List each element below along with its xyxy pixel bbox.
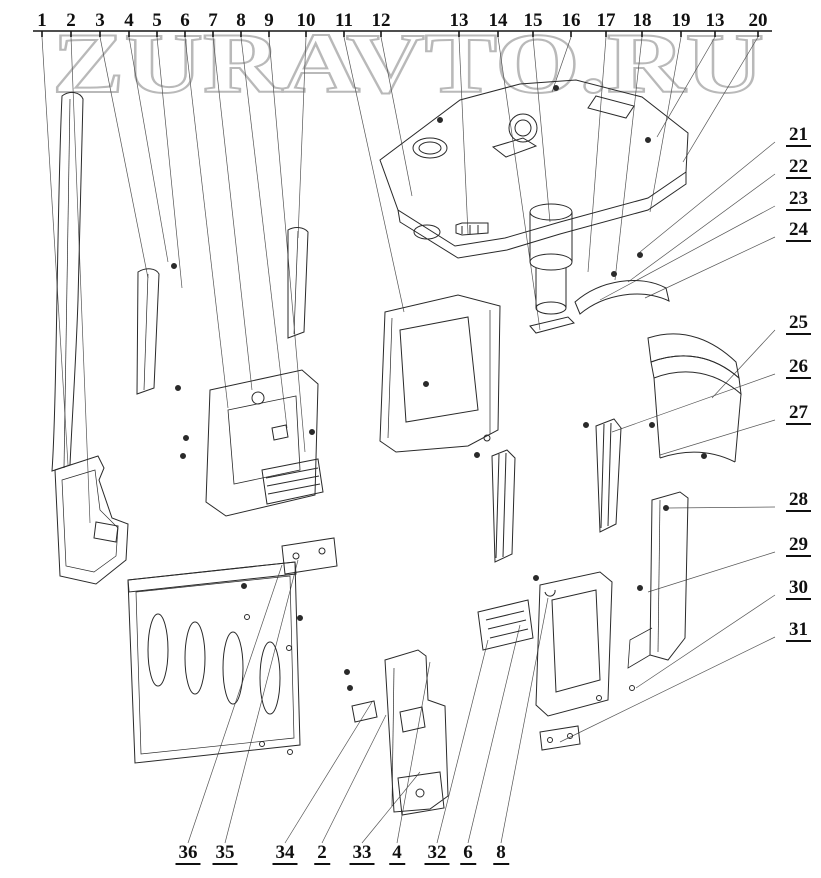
part-callout: 2 — [314, 843, 330, 865]
part-strip-plate — [539, 725, 581, 751]
part-callout: 30 — [786, 578, 811, 600]
part-callout: 12 — [371, 10, 391, 31]
diagram-drawing — [51, 79, 742, 816]
part-callout: 10 — [296, 10, 316, 31]
part-callout: 5 — [152, 10, 162, 31]
part-heater-column — [529, 203, 573, 315]
part-callout: 35 — [212, 843, 238, 865]
part-callout: 25 — [786, 313, 811, 335]
part-callout: 19 — [671, 10, 691, 31]
part-callout: 22 — [786, 157, 811, 179]
part-sill-band — [647, 333, 742, 463]
part-callout: 17 — [596, 10, 616, 31]
part-mid-pillar-strip — [287, 227, 309, 339]
part-floor-panel — [379, 79, 689, 259]
part-callout: 9 — [264, 10, 274, 31]
part-curved-trim — [529, 279, 670, 334]
part-rear-panel — [127, 561, 301, 764]
part-door-inner-panel — [205, 369, 319, 517]
part-callout: 4 — [389, 843, 405, 865]
part-callout: 33 — [349, 843, 375, 865]
part-callout: 29 — [786, 535, 811, 557]
part-callout: 6 — [460, 843, 476, 865]
part-right-strip — [595, 418, 622, 533]
part-center-pillar — [351, 649, 449, 816]
part-callout: 13 — [705, 10, 725, 31]
part-callout: 23 — [786, 189, 811, 211]
part-callout: 6 — [180, 10, 190, 31]
part-callout: 8 — [236, 10, 246, 31]
part-callout: 27 — [786, 403, 811, 425]
part-callout: 13 — [449, 10, 469, 31]
part-callout: 11 — [335, 10, 353, 31]
part-callout: 32 — [424, 843, 450, 865]
part-hatched-plate — [477, 599, 534, 651]
part-callout: 4 — [124, 10, 134, 31]
part-right-tall-panel — [627, 491, 689, 669]
part-callout: 3 — [95, 10, 105, 31]
part-callout: 18 — [632, 10, 652, 31]
part-callout: 14 — [488, 10, 508, 31]
part-callout: 34 — [272, 843, 298, 865]
part-right-door-panel — [535, 571, 635, 717]
part-small-plate — [281, 537, 338, 575]
top-callout-rule — [33, 30, 772, 37]
part-callout: 16 — [561, 10, 581, 31]
part-callout: 7 — [208, 10, 218, 31]
part-callout: 24 — [786, 220, 811, 242]
part-center-strip — [491, 449, 516, 563]
part-callout: 28 — [786, 490, 811, 512]
part-callout: 15 — [523, 10, 543, 31]
part-callout: 8 — [493, 843, 509, 865]
part-callout: 20 — [748, 10, 768, 31]
leader-lines — [41, 36, 776, 844]
part-left-bracket — [54, 455, 129, 585]
part-callout: 2 — [66, 10, 76, 31]
part-vent-grille — [261, 458, 324, 505]
part-callout: 21 — [786, 125, 811, 147]
bolt-dots — [171, 85, 707, 691]
part-callout: 1 — [37, 10, 47, 31]
part-callout: 31 — [786, 620, 811, 642]
part-callout: 36 — [175, 843, 201, 865]
part-cab-frame — [379, 294, 501, 453]
part-left-pillar — [51, 91, 160, 472]
part-callout: 26 — [786, 357, 811, 379]
